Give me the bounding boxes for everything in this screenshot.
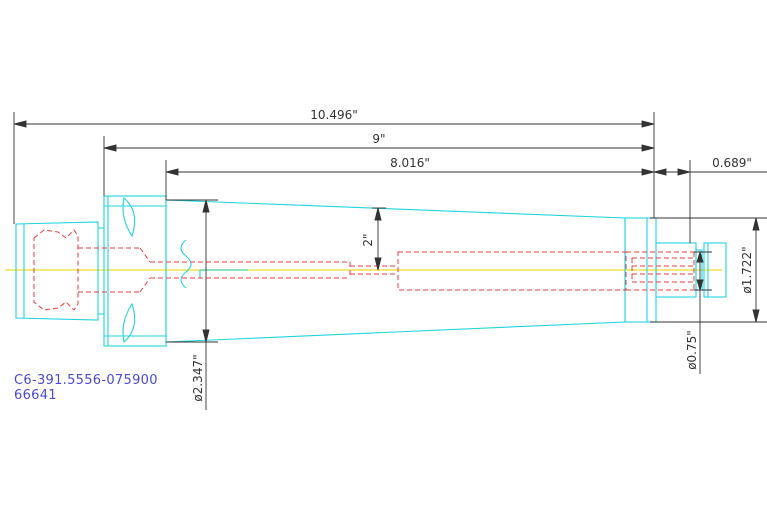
- hidden-lines: [33, 229, 695, 311]
- dim-taper-length: 8.016": [390, 156, 430, 170]
- dim-overall-length: 10.496": [310, 108, 358, 122]
- dim-end-diameter: ø1.722": [740, 246, 754, 293]
- dim-bore-radius: 2": [361, 233, 375, 246]
- dimension-lines: [13, 112, 767, 410]
- dim-shank-length: 9": [372, 132, 385, 146]
- dimension-labels: 10.496" 9" 8.016" 0.689" 2" ø2.347" ø1.7…: [191, 108, 754, 402]
- item-code-note: 66641: [14, 388, 57, 403]
- part-outline: [15, 195, 727, 347]
- part-number-note: C6-391.5556-075900: [14, 373, 158, 388]
- dim-flange-diameter: ø2.347": [191, 354, 205, 401]
- dim-nose-length: 0.689": [712, 156, 752, 170]
- dim-pilot-diameter: ø0.75": [685, 330, 699, 370]
